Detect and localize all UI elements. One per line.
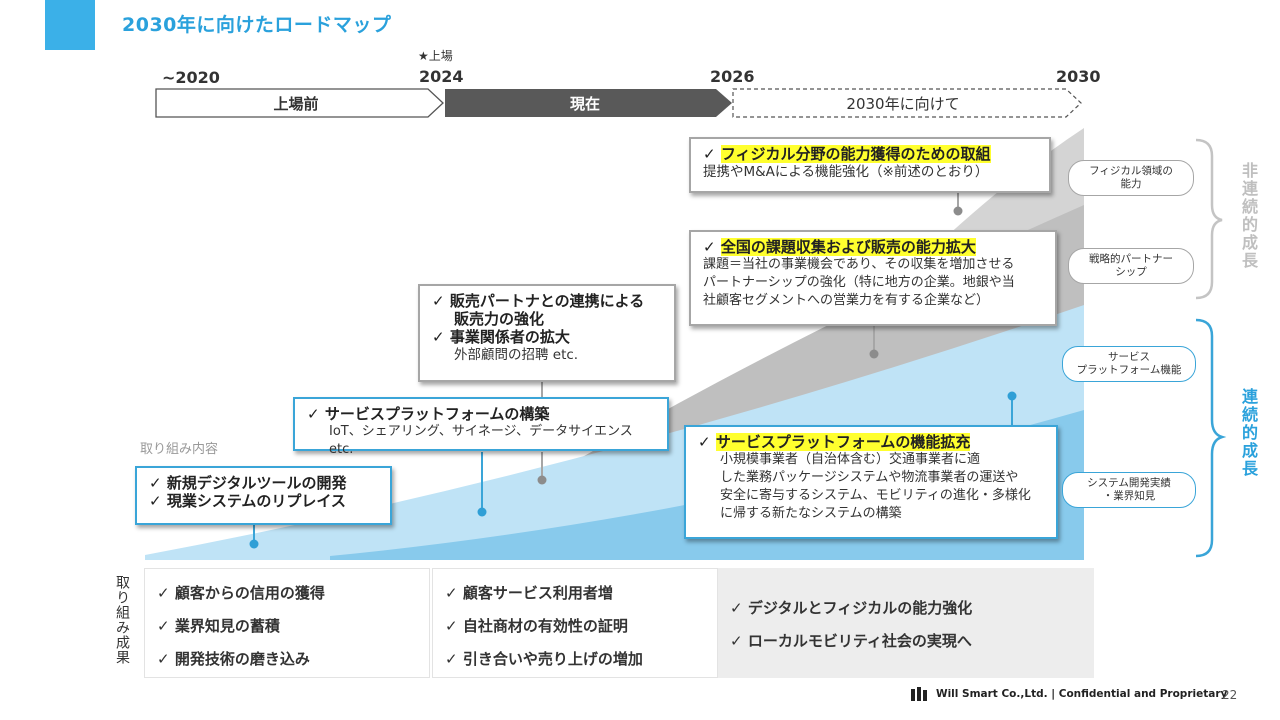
results-label: 取り組み成果	[114, 575, 130, 665]
label-linear-growth: 連続的成長	[1239, 388, 1258, 478]
check-icon: ✓	[432, 328, 445, 346]
torikumi-label: 取り組み内容	[140, 442, 219, 457]
phase-arrow-pre	[155, 88, 444, 118]
card-platform-body: IoT、シェアリング、サイネージ、データサイエンス etc.	[329, 424, 633, 457]
card-expand-body-3: 安全に寄与するシステム、モビリティの進化・多様化	[720, 488, 1031, 503]
check-icon: ✓	[157, 617, 170, 635]
check-icon: ✓	[157, 584, 170, 602]
card-platform-title: サービスプラットフォームの構築	[324, 405, 550, 423]
check-icon: ✓	[730, 599, 743, 617]
card-physical-title: フィジカル分野の能力獲得のための取組	[720, 145, 991, 163]
brace-nonlinear	[1195, 138, 1223, 300]
year-2026: 2026	[710, 67, 755, 86]
card-physical: ✓ フィジカル分野の能力獲得のための取組 提携やM&Aによる機能強化（※前述のと…	[689, 137, 1051, 193]
year-2030: 2030	[1056, 67, 1101, 86]
phase-current: 現在	[569, 94, 600, 113]
card-sales: ✓ 販売パートナとの連携による 販売力の強化 ✓ 事業関係者の拡大 外部顧問の招…	[418, 284, 676, 382]
pill-system-dev: システム開発実績 ・業界知見	[1062, 472, 1196, 508]
card-national-body-1: 課題＝当社の事業機会であり、その収集を増加させる	[703, 257, 1015, 272]
year-2024: 2024	[419, 67, 464, 86]
card-newtool: ✓ 新規デジタルツールの開発 ✓ 現業システムのリプレイス	[135, 466, 392, 525]
card-expand-body-4: に帰する新たなシステムの構築	[720, 506, 902, 521]
result-3-1: デジタルとフィジカルの能力強化	[747, 599, 973, 617]
phase-pre-listing: 上場前	[273, 94, 319, 113]
check-icon: ✓	[307, 405, 320, 423]
card-national-body-3: 社顧客セグメントへの営業力を有する企業など）	[703, 293, 990, 308]
result-2-3: 引き合いや売り上げの増加	[462, 650, 643, 668]
result-3-2: ローカルモビリティ社会の実現へ	[747, 632, 972, 650]
check-icon: ✓	[149, 474, 162, 492]
check-icon: ✓	[445, 617, 458, 635]
card-platform: ✓ サービスプラットフォームの構築 IoT、シェアリング、サイネージ、データサイ…	[293, 397, 669, 457]
phase-arrow-2030	[732, 88, 1082, 118]
label-nonlinear-growth: 非連続的成長	[1239, 162, 1258, 270]
card-newtool-line-2: 現業システムのリプレイス	[166, 492, 346, 510]
pill-service-platform: サービス プラットフォーム機能	[1062, 346, 1196, 382]
result-1-3: 開発技術の磨き込み	[174, 650, 310, 668]
results-col-2: ✓ 顧客サービス利用者増 ✓ 自社商材の有効性の証明 ✓ 引き合いや売り上げの増…	[432, 568, 718, 678]
card-expand-body-2: した業務パッケージシステムや物流事業者の運送や	[720, 470, 1019, 485]
footer-company: Will Smart Co.,Ltd. | Confidential and P…	[936, 688, 1228, 700]
phase-toward-2030: 2030年に向けて	[846, 94, 960, 113]
card-sales-body: 外部顧問の招聘 etc.	[454, 347, 579, 363]
check-icon: ✓	[149, 492, 162, 510]
check-icon: ✓	[698, 433, 711, 451]
company-logo-icon	[911, 687, 927, 701]
year-2020: ~2020	[162, 68, 220, 87]
check-icon: ✓	[703, 145, 716, 163]
connector-dots	[249, 206, 1017, 549]
result-2-2: 自社商材の有効性の証明	[462, 617, 628, 635]
results-col-1: ✓ 顧客からの信用の獲得 ✓ 業界知見の蓄積 ✓ 開発技術の磨き込み	[144, 568, 430, 678]
check-icon: ✓	[730, 632, 743, 650]
card-newtool-line-1: 新規デジタルツールの開発	[166, 474, 347, 492]
result-1-2: 業界知見の蓄積	[174, 617, 280, 635]
card-expand: ✓ サービスプラットフォームの機能拡充 小規模事業者（自治体含む）交通事業者に適…	[684, 425, 1058, 539]
card-physical-body: 提携やM&Aによる機能強化（※前述のとおり）	[703, 164, 989, 180]
card-expand-title: サービスプラットフォームの機能拡充	[715, 433, 971, 451]
card-expand-body-1: 小規模事業者（自治体含む）交通事業者に適	[720, 452, 981, 467]
check-icon: ✓	[157, 650, 170, 668]
brace-linear	[1195, 318, 1227, 558]
check-icon: ✓	[445, 584, 458, 602]
card-sales-title-1: 販売パートナとの連携による	[449, 292, 645, 310]
card-sales-title-2: 事業関係者の拡大	[449, 328, 570, 346]
page-number: 22	[1222, 688, 1238, 702]
pill-strategic-partner: 戦略的パートナー シップ	[1068, 248, 1194, 284]
accent-bar	[45, 0, 95, 50]
card-sales-title-1b: 販売力の強化	[454, 310, 545, 328]
card-national: ✓ 全国の課題収集および販売の能力拡大 課題＝当社の事業機会であり、その収集を増…	[689, 230, 1057, 326]
check-icon: ✓	[445, 650, 458, 668]
results-col-3: ✓ デジタルとフィジカルの能力強化 ✓ ローカルモビリティ社会の実現へ	[718, 568, 1094, 678]
result-1-1: 顧客からの信用の獲得	[174, 584, 325, 602]
check-icon: ✓	[432, 292, 445, 310]
listing-note: ★上場	[418, 49, 453, 63]
pill-physical-domain: フィジカル領域の 能力	[1068, 160, 1194, 196]
result-2-1: 顧客サービス利用者増	[462, 584, 613, 602]
card-national-title: 全国の課題収集および販売の能力拡大	[720, 238, 976, 256]
page-title: 2030年に向けたロードマップ	[122, 14, 392, 36]
check-icon: ✓	[703, 238, 716, 256]
phase-arrow-now	[445, 89, 732, 117]
card-national-body-2: パートナーシップの強化（特に地方の企業。地銀や当	[703, 275, 1015, 290]
